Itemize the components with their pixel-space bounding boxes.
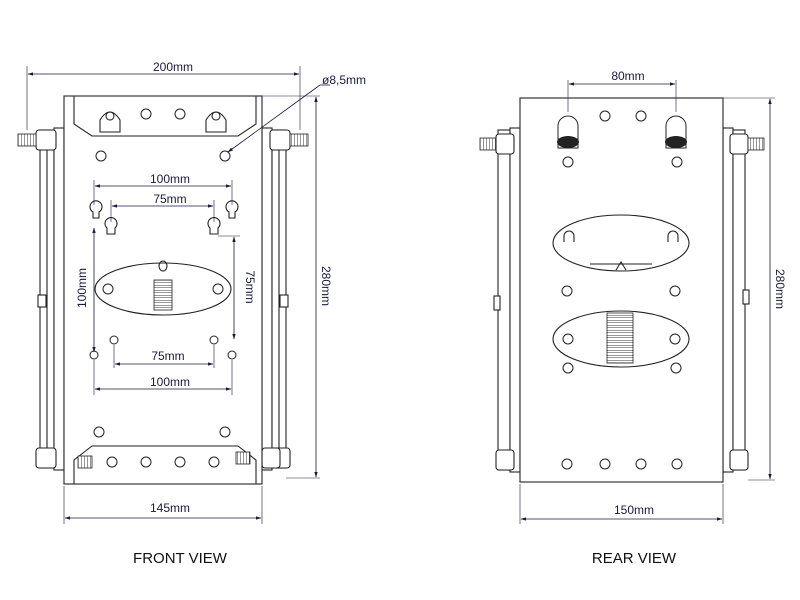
front-dim-right-75: 75mm [243, 270, 257, 303]
front-view: 200mm ø8,5mm 100mm 75mm 100mm 75mm 280mm… [17, 60, 366, 567]
front-dim-bottom-100: 100mm [150, 375, 190, 389]
rear-bottom-holes [561, 458, 683, 470]
front-dim-top-75: 75mm [153, 192, 186, 206]
rear-lower-oval [552, 310, 690, 368]
rear-left-rail [479, 127, 521, 473]
rear-dim-top-spacing: 80mm [611, 69, 644, 83]
rear-top-keyholes [557, 110, 687, 168]
front-bottom-flange [73, 445, 257, 484]
rear-dim-base-width: 150mm [614, 503, 654, 517]
rear-view-title: REAR VIEW [592, 550, 677, 567]
rear-view: 80mm 280mm 150mm REAR VIEW [479, 69, 787, 567]
front-hole-tl [95, 150, 107, 162]
front-view-title: FRONT VIEW [133, 550, 228, 567]
front-dim-top-100: 100mm [150, 172, 190, 186]
front-dim-left-100: 100mm [75, 268, 89, 308]
front-dim-height: 280mm [319, 266, 333, 306]
front-left-rail [17, 127, 65, 471]
rear-dim-height: 280mm [773, 269, 787, 309]
rear-spring [606, 312, 634, 364]
front-dim-bottom-75: 75mm [151, 349, 184, 363]
rear-main-plate [519, 97, 724, 483]
front-hole-tr [219, 150, 231, 162]
front-spring [153, 279, 173, 311]
front-right-rail [261, 127, 309, 471]
front-center-oval [94, 260, 232, 316]
front-top-flange [73, 96, 257, 137]
front-dim-base-width: 145mm [150, 501, 190, 515]
rear-right-rail [722, 127, 765, 473]
front-dim-overall-width: 200mm [153, 60, 193, 74]
front-dim-hole-diameter: ø8,5mm [322, 73, 366, 87]
front-keyholes [89, 200, 239, 235]
rear-upper-oval [552, 214, 690, 272]
